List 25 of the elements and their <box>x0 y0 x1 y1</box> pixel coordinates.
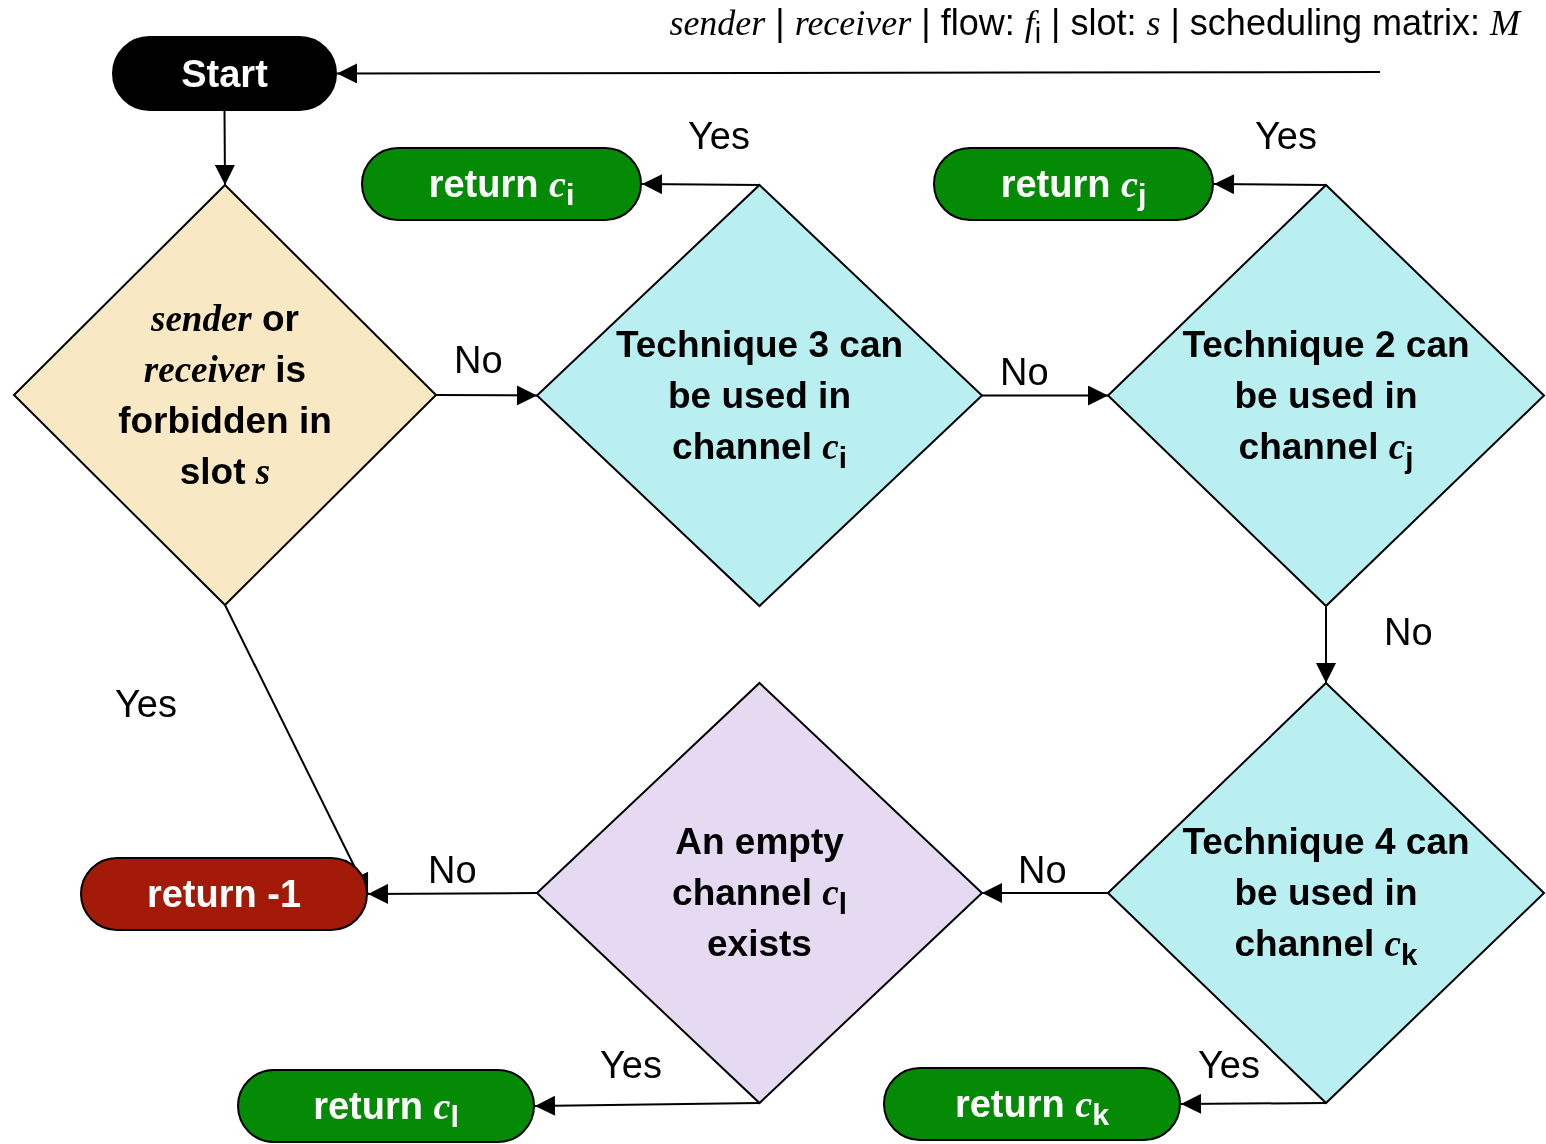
arrow <box>1316 605 1336 684</box>
condition-text: sender or receiver is forbidden in slot s <box>117 296 333 495</box>
arrow <box>336 63 1381 84</box>
arrow <box>981 385 1109 406</box>
parameter-text: sender | receiver | flow: f$_{i}$ | slot: s | scheduling matrix: M <box>669 1 1520 47</box>
arrow <box>641 174 761 195</box>
arrow <box>1180 1093 1327 1114</box>
terminal-label: Start <box>181 51 268 97</box>
arrow <box>1213 174 1327 195</box>
arrow <box>214 110 235 186</box>
condition-text: Technique 4 can be used in channel c$_{k}$ <box>1181 820 1471 970</box>
terminal-pill <box>80 857 368 931</box>
decision-diamond <box>1108 683 1544 1103</box>
terminal-label: return -1 <box>146 871 302 917</box>
terminal-label: return c$_{j}$ <box>1000 161 1147 211</box>
condition-text: Technique 2 can be used in channel c$_{j}$ <box>1181 322 1471 473</box>
condition-text: Technique 3 can be used in channel c$_{i}$ <box>614 322 905 473</box>
arrow <box>435 385 538 406</box>
terminal-label: return c$_{k}$ <box>954 1081 1110 1131</box>
terminal-label: return c$_{i}$ <box>428 161 575 211</box>
arrow <box>367 883 538 904</box>
terminal-label: return c$_{l}$ <box>313 1083 459 1133</box>
arrow <box>534 1095 761 1116</box>
condition-text: An empty channel c$_{l}$ exists <box>671 820 848 967</box>
arrow <box>981 883 1109 903</box>
